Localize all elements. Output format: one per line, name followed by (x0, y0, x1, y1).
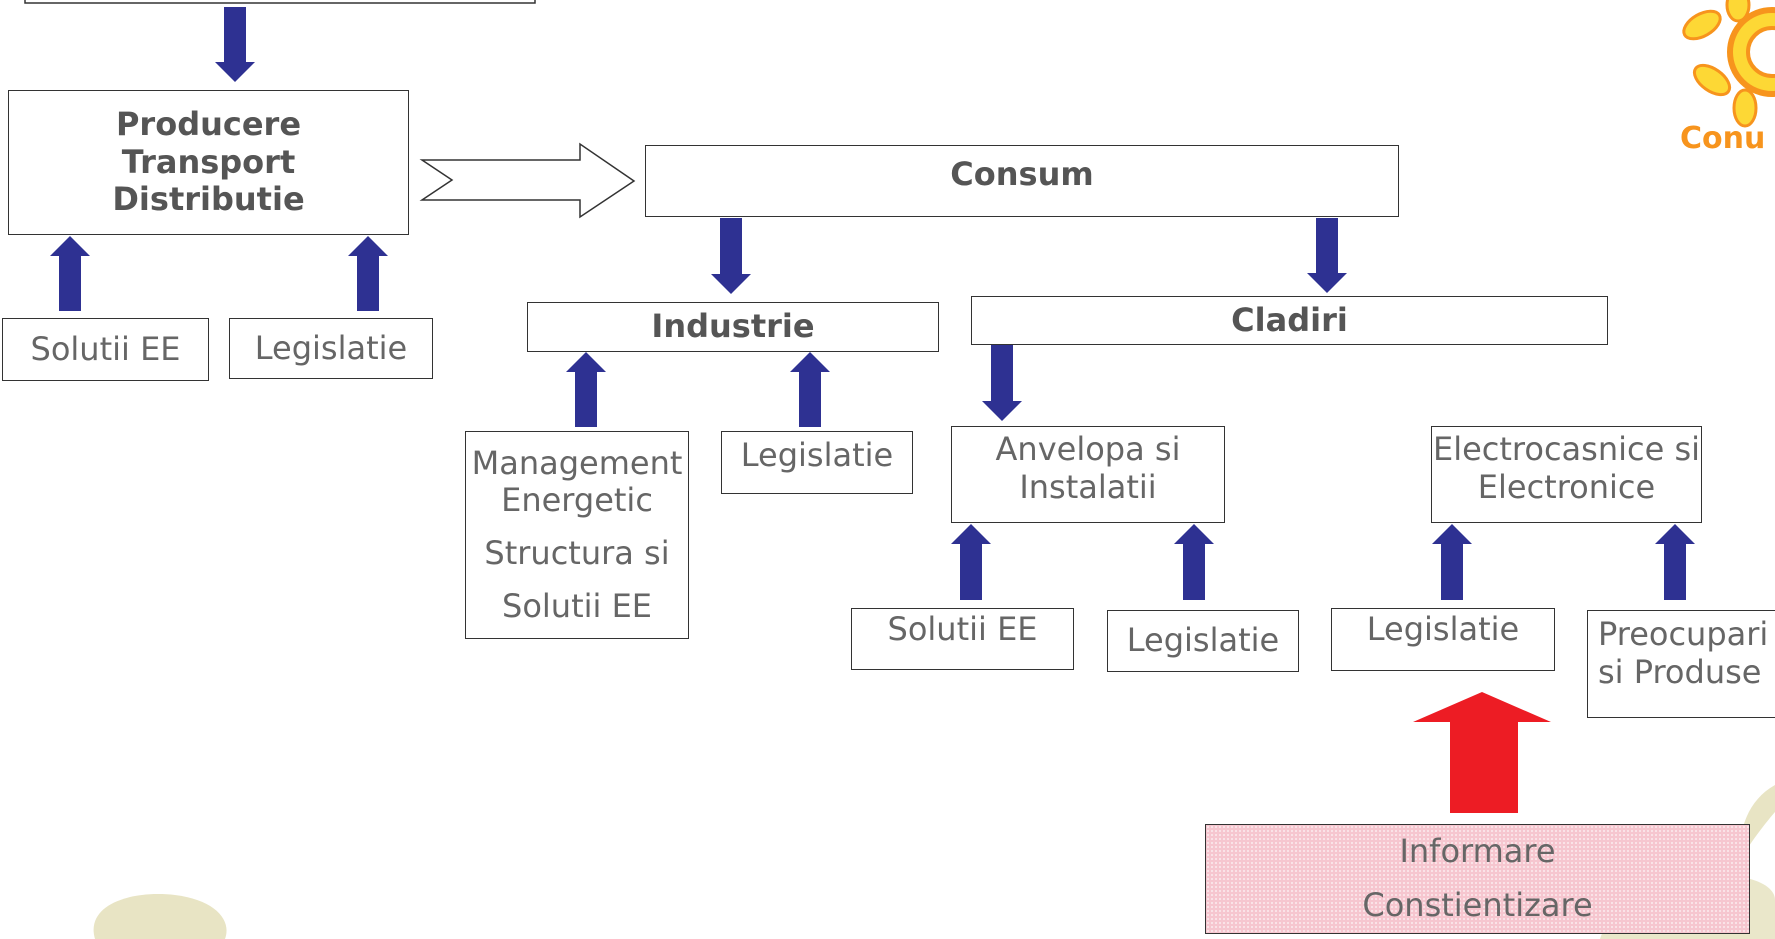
management-line-2: Energetic (501, 481, 653, 520)
informare-line-2: Constientizare (1362, 886, 1593, 924)
cladiri-label: Cladiri (1231, 300, 1348, 339)
management-line-4: Solutii EE (502, 586, 652, 625)
producere-box: Producere Transport Distributie (8, 90, 409, 235)
industrie-label: Industrie (651, 307, 815, 346)
cladiri-box: Cladiri (971, 296, 1608, 345)
electrocasnice-line-2: Electronice (1477, 467, 1656, 506)
preocupari-line-1: Preocupari (1598, 615, 1769, 653)
arrow-up-legislatie-1 (348, 236, 388, 311)
consum-label: Consum (950, 155, 1094, 193)
consum-box: Consum (645, 145, 1399, 217)
solutii-ee-label-1: Solutii EE (30, 329, 181, 368)
informare-line-1: Informare (1399, 832, 1556, 871)
hollow-arrow-right (419, 142, 636, 219)
management-line-1: Management (471, 443, 683, 482)
legislatie-box-3: Legislatie (1107, 610, 1299, 672)
legislatie-box-4: Legislatie (1331, 608, 1555, 671)
logo: Conu (1680, 0, 1775, 156)
producere-line-3: Distributie (112, 180, 305, 219)
producere-line-2: Transport (121, 142, 296, 181)
anvelopa-line-2: Instalatii (1019, 467, 1157, 506)
decorative-blob-left (93, 894, 227, 939)
arrow-up-solutii-1 (50, 236, 90, 311)
solutii-ee-box-1: Solutii EE (2, 318, 209, 381)
legislatie-label-4: Legislatie (1366, 610, 1520, 648)
legislatie-box-2: Legislatie (721, 431, 913, 494)
legislatie-label-2: Legislatie (740, 436, 894, 474)
arrow-down-anvelopa (982, 345, 1022, 421)
arrow-up-legislatie-2 (790, 352, 830, 427)
electrocasnice-line-1: Electrocasnice si (1432, 430, 1701, 468)
arrow-down-top (215, 7, 255, 82)
anvelopa-box: Anvelopa si Instalatii (951, 426, 1225, 523)
red-arrow-up (1413, 692, 1551, 813)
arrow-up-preocupari (1655, 524, 1695, 600)
arrow-up-management (566, 352, 606, 427)
arrow-up-legislatie-3 (1174, 524, 1214, 600)
solutii-ee-label-2: Solutii EE (887, 610, 1038, 648)
arrow-down-industrie (711, 218, 751, 294)
logo-text: Conu (1680, 121, 1765, 156)
arrow-up-solutii-2 (951, 524, 991, 600)
producere-line-1: Producere (115, 104, 302, 143)
anvelopa-line-1: Anvelopa si (995, 430, 1181, 468)
solutii-ee-box-2: Solutii EE (851, 608, 1074, 670)
legislatie-box-1: Legislatie (229, 318, 433, 379)
management-box: Management Energetic Structura si Soluti… (465, 431, 689, 639)
legislatie-label-1: Legislatie (254, 328, 408, 367)
top-box-remnant (24, 0, 536, 4)
arrow-down-cladiri (1307, 218, 1347, 293)
informare-box: Informare Constientizare (1205, 824, 1750, 934)
arrow-up-legislatie-4 (1432, 524, 1472, 600)
industrie-box: Industrie (527, 302, 939, 352)
preocupari-box: Preocupari si Produse (1587, 610, 1775, 718)
management-line-3: Structura si (484, 534, 670, 572)
preocupari-line-2: si Produse (1598, 652, 1762, 691)
electrocasnice-box: Electrocasnice si Electronice (1431, 426, 1702, 523)
legislatie-label-3: Legislatie (1126, 621, 1280, 660)
